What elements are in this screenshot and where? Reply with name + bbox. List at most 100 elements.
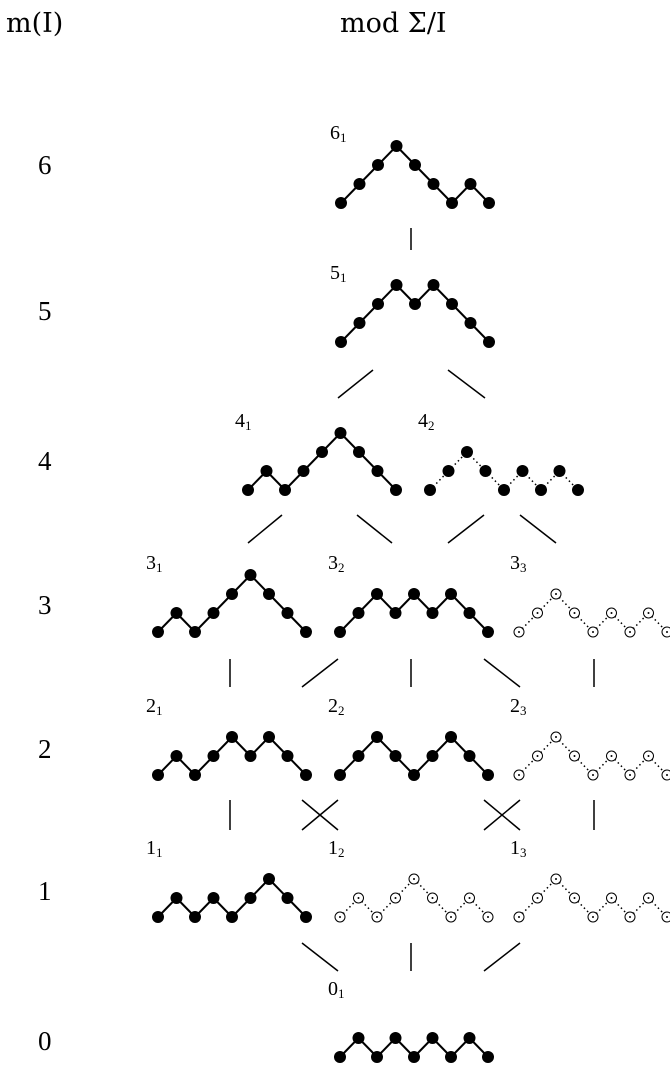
module-2-2 [334, 731, 494, 781]
module-dot-center [357, 897, 360, 899]
node-label-sub: 2 [338, 845, 345, 860]
node-label-main: 0 [328, 978, 338, 1000]
module-dot [372, 298, 384, 310]
module-dot [408, 769, 420, 781]
module-dot-center [647, 897, 650, 899]
module-2-1 [152, 731, 312, 781]
module-dot [279, 484, 291, 496]
module-dot [535, 484, 547, 496]
node-label-2-1: 21 [146, 695, 163, 719]
node-label-2-3: 23 [510, 695, 527, 719]
module-dot [427, 279, 440, 291]
module-dot [170, 607, 183, 619]
module-dot [244, 892, 257, 904]
module-dot [316, 446, 328, 458]
module-dot [389, 1032, 402, 1044]
module-dot-center [536, 897, 539, 899]
module-dot [516, 465, 529, 477]
node-label-1-3: 13 [510, 837, 527, 861]
module-dot [244, 750, 257, 762]
module-dot [446, 197, 458, 209]
module-dot-center [610, 755, 613, 757]
module-dot [426, 607, 439, 619]
module-dot [207, 750, 220, 762]
module-dot [463, 750, 476, 762]
level-label-4: 4 [38, 446, 52, 476]
module-dot [389, 750, 402, 762]
module-dot [152, 769, 164, 781]
module-dot [371, 465, 384, 477]
module-dot-center [518, 631, 520, 633]
node-label-main: 6 [330, 122, 340, 144]
node-label-0-1: 01 [328, 978, 345, 1002]
module-dot [483, 197, 495, 209]
module-dot-center [573, 612, 576, 614]
header-m-label: m(I) [6, 8, 64, 39]
module-dot [300, 769, 312, 781]
node-label-main: 1 [510, 837, 520, 859]
module-0-1 [334, 1032, 494, 1063]
module-dot-center [431, 897, 434, 899]
node-label-main: 2 [510, 695, 520, 717]
module-3-1 [152, 569, 312, 638]
hasse-edge [301, 942, 339, 972]
module-dot-center [647, 755, 650, 757]
module-dot [334, 769, 346, 781]
module-dot [461, 446, 473, 458]
node-label-4-2: 42 [418, 410, 435, 434]
module-dot [463, 1032, 476, 1044]
module-dot [152, 626, 164, 638]
module-dot [281, 607, 294, 619]
module-dot-center [592, 774, 594, 776]
module-dot [445, 731, 457, 743]
module-dot [352, 607, 365, 619]
level-label-5: 5 [38, 296, 52, 326]
node-label-5-1: 51 [330, 262, 347, 286]
module-dot-center [555, 878, 557, 880]
module-6-1 [335, 140, 495, 209]
node-label-main: 5 [330, 262, 340, 284]
module-dot [263, 873, 275, 885]
module-dot [207, 892, 220, 904]
module-dot-center [610, 612, 613, 614]
module-dot [242, 484, 254, 496]
module-dot-center [450, 916, 452, 918]
module-dot [390, 279, 403, 291]
module-4-1 [242, 427, 402, 496]
module-dot-center [468, 897, 471, 899]
module-3-2 [334, 588, 494, 638]
module-dot-center [573, 897, 576, 899]
module-dot-center [518, 916, 520, 918]
node-label-main: 3 [328, 552, 338, 574]
module-dot [483, 336, 495, 348]
module-1-1 [152, 873, 312, 923]
module-dot [572, 484, 584, 496]
module-dot [352, 750, 365, 762]
module-dot-center [555, 593, 557, 595]
module-dot [334, 1051, 346, 1063]
module-dot [335, 336, 347, 348]
module-dot [170, 750, 183, 762]
module-dot-center [629, 916, 631, 918]
module-dot [424, 484, 436, 496]
node-label-sub: 1 [245, 418, 252, 433]
module-dot [335, 197, 347, 209]
node-label-sub: 1 [156, 560, 163, 575]
node-label-sub: 1 [340, 130, 347, 145]
node-label-main: 3 [510, 552, 520, 574]
node-label-sub: 3 [520, 560, 527, 575]
module-dot [390, 140, 403, 152]
module-dot [427, 178, 440, 190]
module-dot [446, 298, 458, 310]
module-dot [281, 892, 294, 904]
module-dot [409, 298, 421, 310]
hasse-edge [483, 799, 521, 831]
hasse-edge [301, 799, 339, 831]
module-dot [482, 626, 494, 638]
module-dot [334, 626, 346, 638]
module-dot-center [592, 631, 594, 633]
level-label-3: 3 [38, 590, 52, 620]
module-dot [300, 626, 312, 638]
